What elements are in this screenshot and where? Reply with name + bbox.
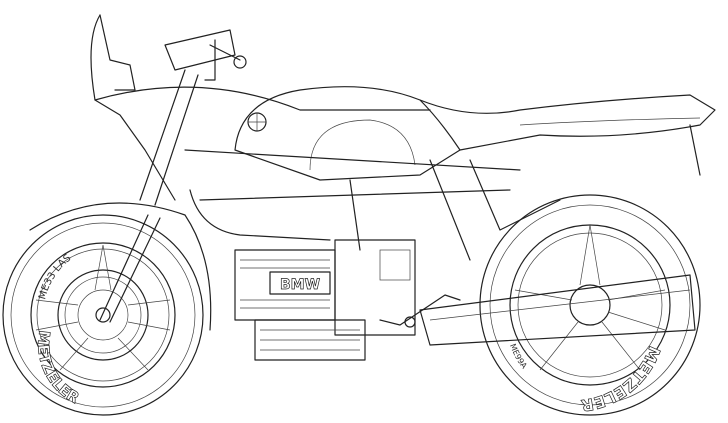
front-fork bbox=[29, 29, 247, 331]
front-wheel: METZELER ME33 LASER bbox=[0, 0, 204, 416]
engine-logo: BMW bbox=[280, 277, 320, 293]
fuel-tank bbox=[234, 86, 461, 181]
rear-tire-brand: METZELER bbox=[580, 343, 664, 415]
engine: BMW bbox=[234, 239, 416, 361]
brake-disc bbox=[57, 269, 149, 361]
rear-wheel: METZELER ME99A bbox=[479, 194, 701, 416]
swingarm bbox=[379, 274, 696, 346]
frame bbox=[184, 149, 561, 261]
fairing bbox=[90, 14, 431, 201]
footpeg bbox=[404, 316, 416, 328]
seat-tail bbox=[419, 94, 716, 176]
